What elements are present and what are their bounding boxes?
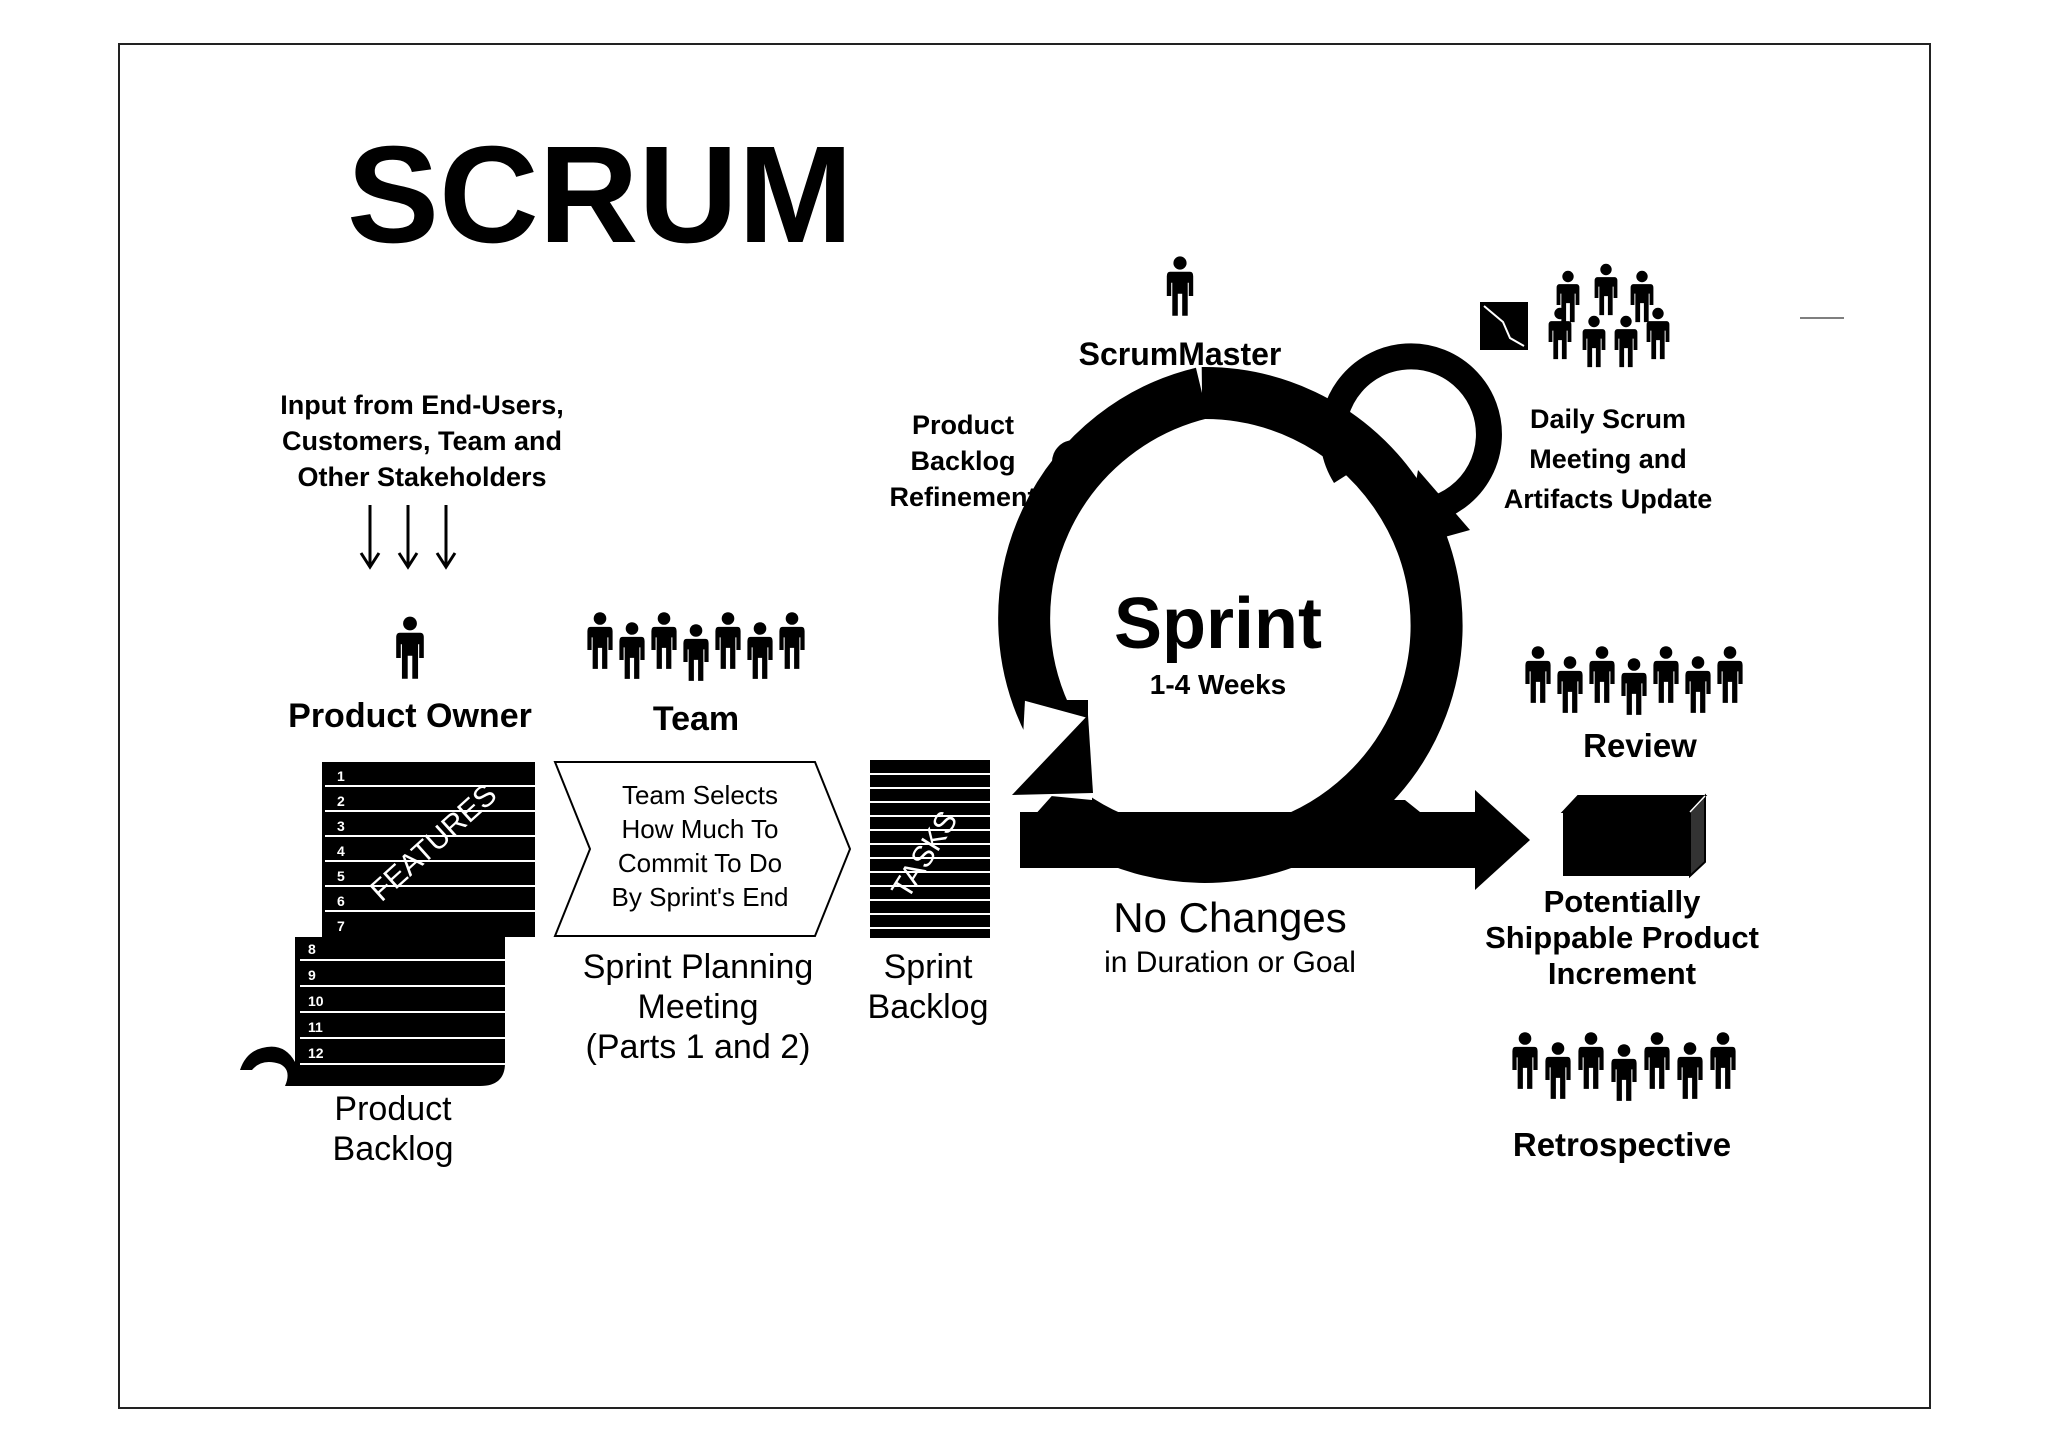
daily-scrum-line: Artifacts Update xyxy=(1504,484,1713,514)
daily-scrum-icon xyxy=(1548,263,1670,368)
sprint-backlog-label: Sprint Backlog xyxy=(868,948,989,1026)
sprint-title: Sprint xyxy=(1114,584,1322,664)
feature-row-number: 6 xyxy=(337,893,345,909)
increment-line: Potentially xyxy=(1544,884,1702,919)
no-changes-title: No Changes xyxy=(1113,894,1346,941)
feature-row-number: 7 xyxy=(337,918,345,934)
backlog-row-number: 9 xyxy=(308,967,316,983)
sprint-planning-label: Sprint Planning Meeting (Parts 1 and 2) xyxy=(583,948,814,1066)
selection-chevron xyxy=(553,761,852,937)
product-owner-icon xyxy=(396,616,424,679)
increment-line: Shippable Product xyxy=(1485,920,1759,955)
sprint-planning-line: Meeting xyxy=(638,988,759,1026)
backlog-row-number: 8 xyxy=(308,941,316,957)
backlog-row-number: 12 xyxy=(308,1045,324,1061)
feature-row-number: 4 xyxy=(337,843,345,859)
daily-scrum-line: Meeting and xyxy=(1529,444,1687,474)
increment-box-icon xyxy=(1560,793,1708,879)
increment-label: Potentially Shippable Product Increment xyxy=(1485,884,1759,991)
backlog-row-number: 11 xyxy=(308,1019,323,1035)
review-label: Review xyxy=(1583,727,1697,764)
feature-row-number: 2 xyxy=(337,793,345,809)
task-board-icon xyxy=(1480,302,1528,350)
input-line: Input from End-Users, xyxy=(280,390,564,420)
feature-row-number: 5 xyxy=(337,868,345,884)
team-label: Team xyxy=(653,700,739,738)
no-changes-subtitle: in Duration or Goal xyxy=(1104,946,1356,979)
increment-line: Increment xyxy=(1548,956,1696,991)
sprint-planning-line: (Parts 1 and 2) xyxy=(586,1028,811,1066)
sprint-duration: 1-4 Weeks xyxy=(1150,669,1286,700)
backlog-row-number: 10 xyxy=(308,993,324,1009)
retrospective-label: Retrospective xyxy=(1513,1126,1731,1163)
refinement-line: Backlog xyxy=(910,446,1015,476)
sprint-backlog-line: Backlog xyxy=(868,988,989,1026)
input-line: Customers, Team and xyxy=(282,426,562,456)
team-icon xyxy=(587,612,805,681)
product-backlog-line: Product xyxy=(334,1090,452,1128)
feature-row-number: 1 xyxy=(337,768,345,784)
selection-line: How Much To xyxy=(621,814,778,844)
selection-line: Team Selects xyxy=(622,780,778,810)
selection-line: Commit To Do xyxy=(618,848,782,878)
refinement-label: Product Backlog Refinement xyxy=(889,410,1036,512)
features-block: 1 2 3 4 5 6 7 FEATURES xyxy=(322,762,535,937)
product-backlog-label: Product Backlog xyxy=(333,1090,454,1168)
selection-line: By Sprint's End xyxy=(612,882,789,912)
scrum-master-label: ScrumMaster xyxy=(1079,336,1282,372)
selection-text: Team Selects How Much To Commit To Do By… xyxy=(612,780,789,912)
sprint-cycle xyxy=(998,343,1530,890)
product-owner-label: Product Owner xyxy=(288,697,532,735)
product-backlog-stack: 8 9 10 11 12 xyxy=(240,937,505,1086)
refinement-line: Product xyxy=(912,410,1014,440)
tasks-block: TASKS xyxy=(870,760,990,938)
daily-scrum-label: Daily Scrum Meeting and Artifacts Update xyxy=(1504,404,1713,514)
slide-border xyxy=(118,43,1931,1409)
input-line: Other Stakeholders xyxy=(297,462,546,492)
product-backlog-line: Backlog xyxy=(333,1130,454,1168)
daily-scrum-line: Daily Scrum xyxy=(1530,404,1686,434)
input-arrows xyxy=(359,505,457,570)
sprint-planning-line: Sprint Planning xyxy=(583,948,814,986)
page-title: SCRUM xyxy=(347,118,853,272)
feature-row-number: 3 xyxy=(337,818,345,834)
refinement-line: Refinement xyxy=(889,482,1036,512)
sprint-backlog-line: Sprint xyxy=(884,948,973,986)
review-icon xyxy=(1525,646,1743,715)
retrospective-icon xyxy=(1512,1032,1736,1101)
scrum-master-icon xyxy=(1166,256,1194,316)
input-text: Input from End-Users, Customers, Team an… xyxy=(280,390,564,492)
